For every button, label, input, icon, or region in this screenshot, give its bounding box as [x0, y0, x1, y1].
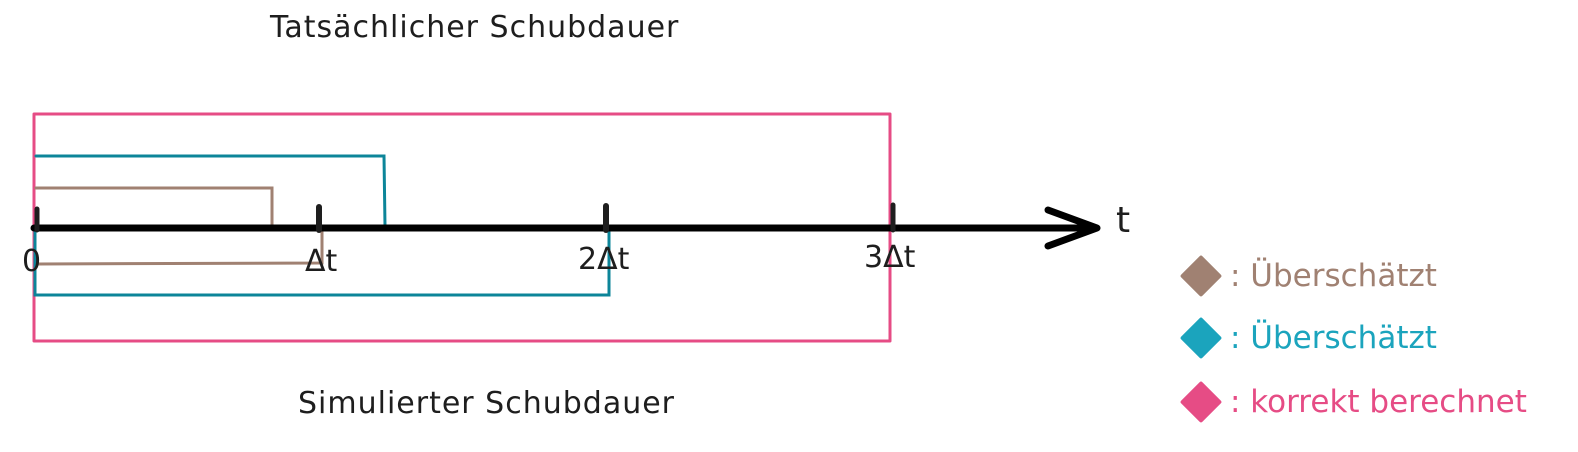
legend-item-teal: : Überschätzt [1179, 316, 1437, 360]
simulated-duration-caption: Simulierter Schubdauer [298, 386, 676, 421]
brown-actual-bracket [34, 186, 274, 228]
tick-label-0: 0 [22, 244, 42, 279]
brown-diamond-icon [1179, 254, 1223, 298]
legend-text-brown: : Überschätzt [1230, 258, 1437, 294]
teal-actual-bracket [34, 154, 387, 228]
pink-diamond-icon [1179, 380, 1223, 424]
legend-item-pink: : korrekt berechnet [1179, 380, 1527, 424]
brown-simulated-bracket [36, 228, 324, 266]
tick-label-1: Δt [305, 244, 338, 279]
time-axis-label: t [1116, 200, 1131, 241]
actual-duration-caption: Tatsächlicher Schubdauer [270, 10, 680, 45]
teal-diamond-icon [1179, 316, 1223, 360]
legend-text-teal: : Überschätzt [1230, 320, 1437, 356]
teal-simulated-bracket [33, 228, 611, 297]
tick-label-3: 3Δt [864, 240, 916, 275]
legend-item-brown: : Überschätzt [1179, 254, 1437, 298]
tick-label-2: 2Δt [578, 242, 630, 277]
time-axis-arrowhead [1044, 206, 1101, 250]
legend-text-pink: : korrekt berechnet [1230, 384, 1527, 420]
